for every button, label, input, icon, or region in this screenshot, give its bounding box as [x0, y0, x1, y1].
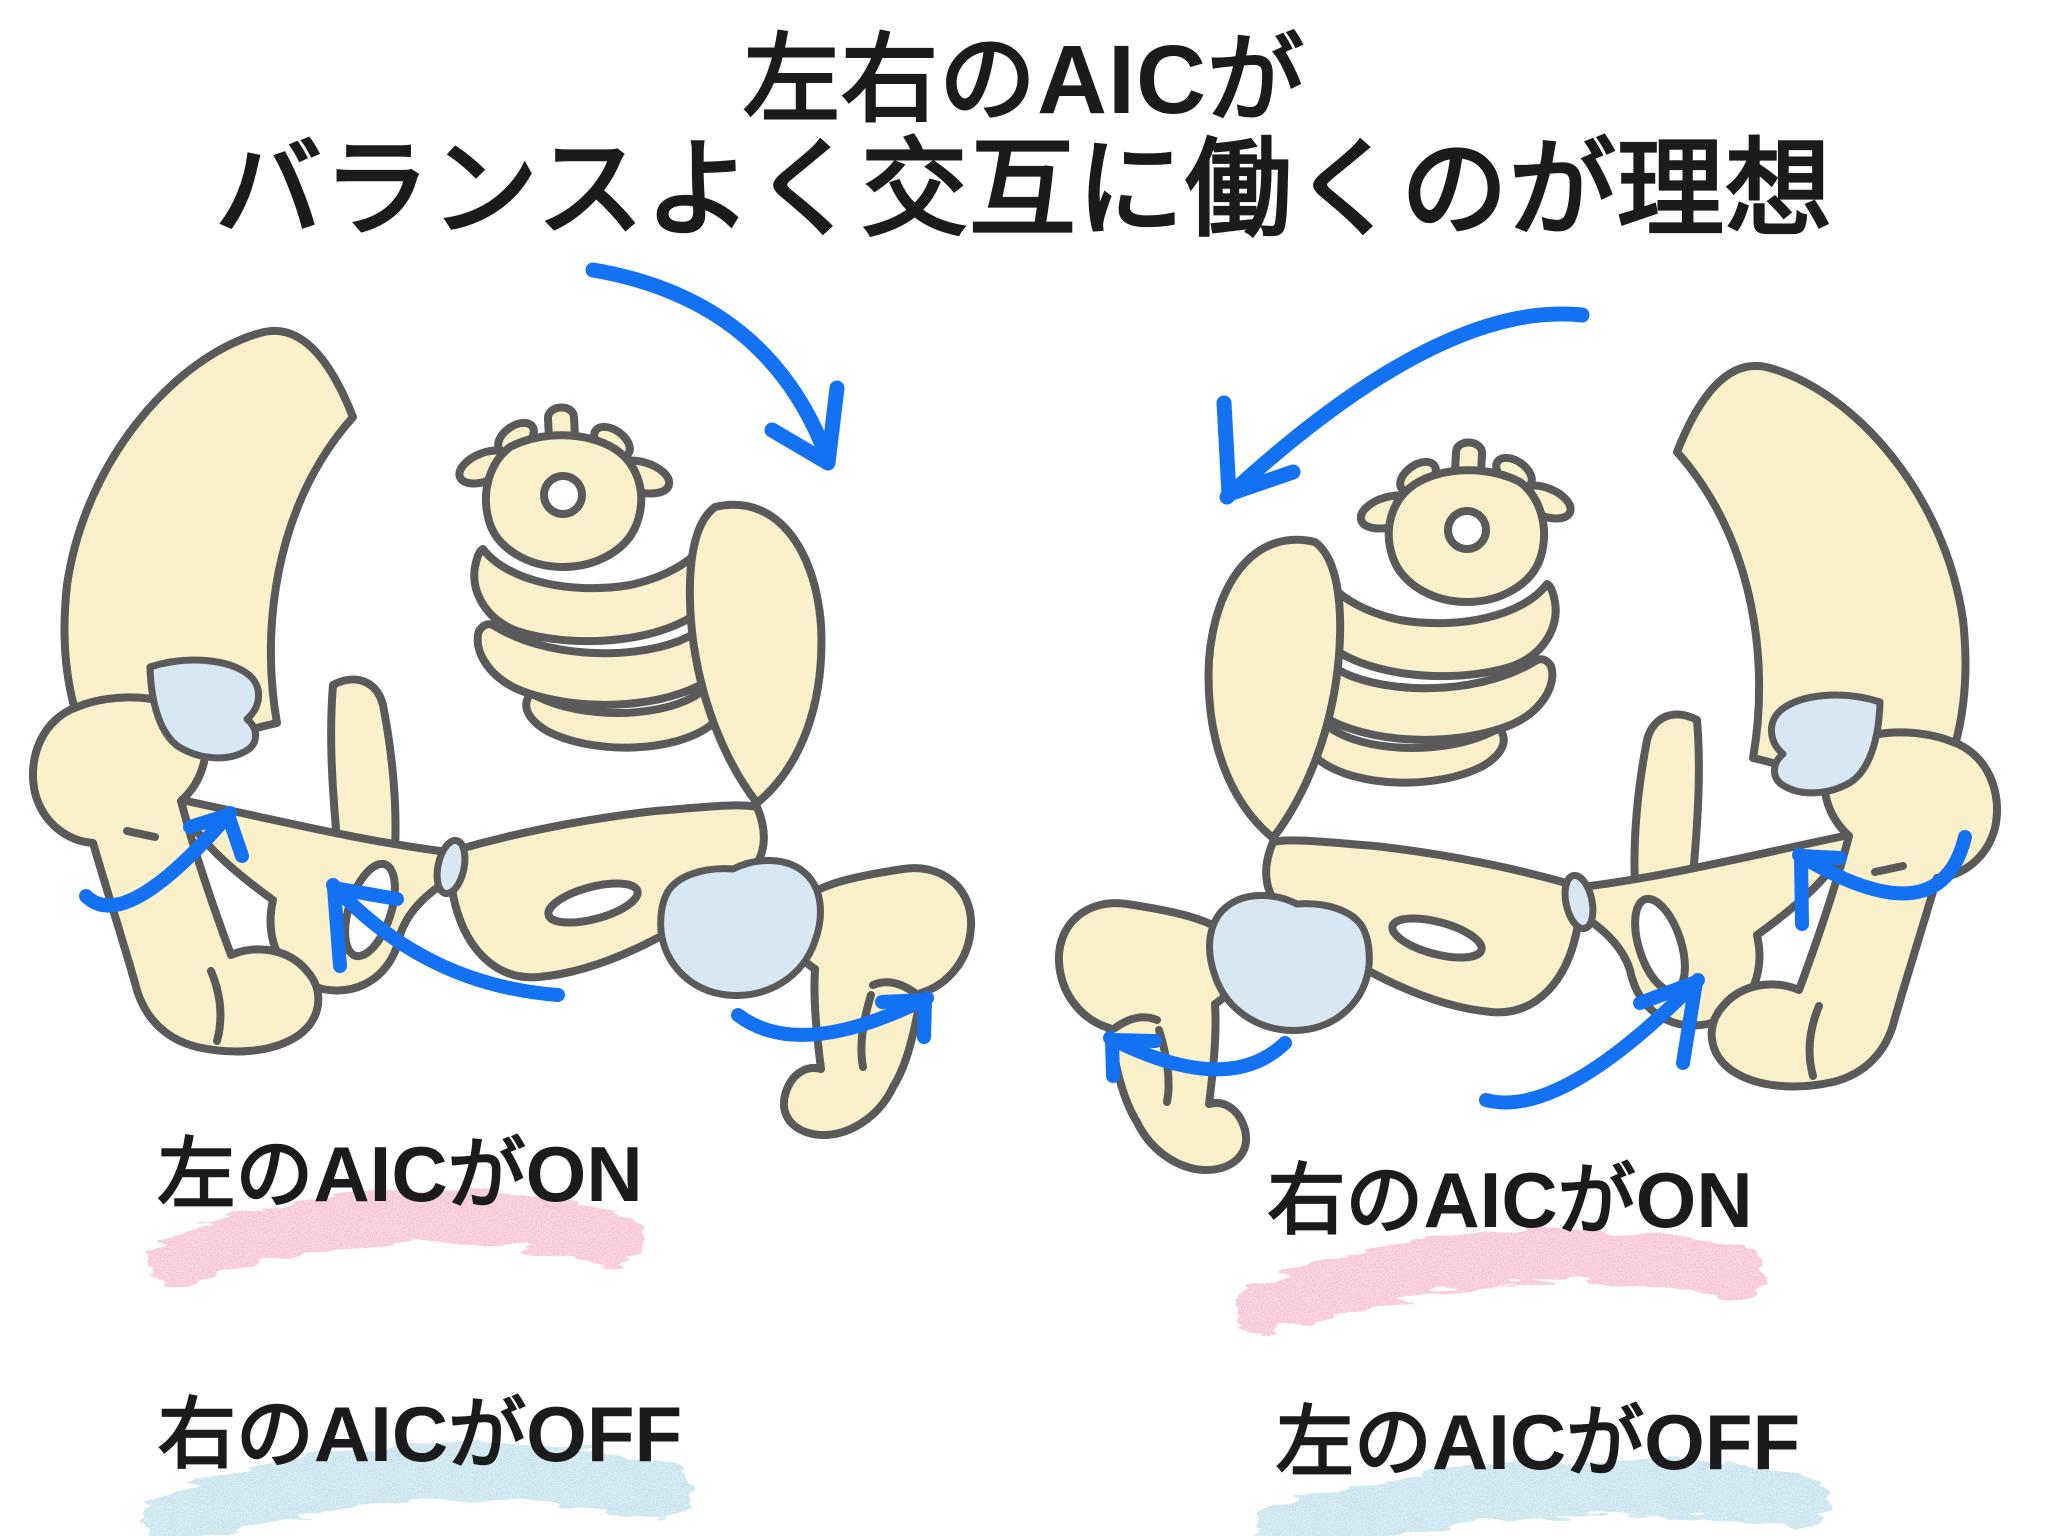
page-title-line-2: バランスよく交互に働くのが理想 [215, 129, 1833, 249]
label-left-aic-on: 左のAICがON [157, 1130, 643, 1218]
pelvis-illustration-left [15, 295, 995, 1155]
label-right-aic-on: 右のAICがON [1267, 1156, 1753, 1244]
label-right-aic-off: 右のAICがOFF [157, 1390, 683, 1478]
pelvis-illustration-right [1035, 330, 2015, 1190]
label-left-aic-off: 左のAICがOFF [1275, 1398, 1801, 1486]
page-title-line-1: 左右のAICが [742, 25, 1306, 134]
crayon-highlight-blue-right [1257, 1459, 1828, 1536]
crayon-highlight-pink-right [1235, 1229, 1765, 1335]
